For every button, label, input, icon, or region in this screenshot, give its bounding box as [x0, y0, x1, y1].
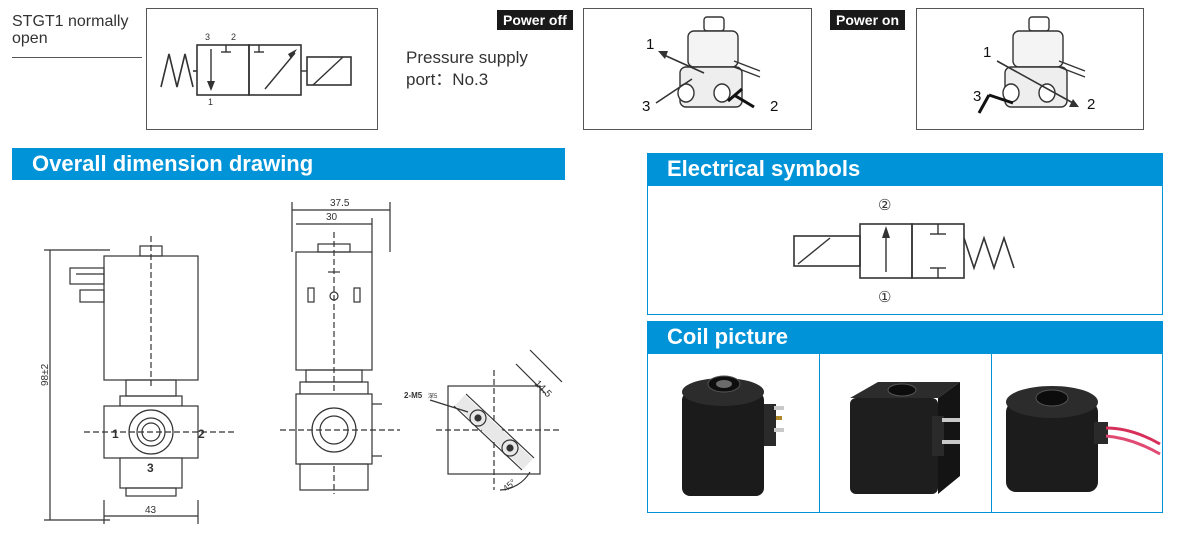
pneumatic-symbol: 3 2 1 [160, 32, 352, 107]
dimension-side-inner: 30 [326, 212, 338, 223]
dimension-thread: 2-M5 [404, 391, 423, 400]
power-off-tag: Power off [497, 10, 573, 30]
pneumatic-symbol-box: 3 2 1 [146, 8, 378, 130]
coil-photo-2 [820, 354, 991, 512]
dimension-height: 98±2 [40, 363, 51, 386]
electrical-port-1: ① [878, 289, 891, 306]
symbol-port-3: 3 [205, 32, 210, 42]
valve-name: STGT1 normally [12, 13, 129, 30]
pressure-supply-line2: port：No.3 [406, 70, 489, 89]
front-port-2: 2 [198, 427, 205, 441]
dimension-front-width: 43 [145, 505, 157, 516]
front-port-3: 3 [147, 461, 154, 475]
symbol-port-1: 1 [208, 97, 213, 107]
electrical-symbols-panel: ② ① [647, 185, 1163, 315]
power-on-tag: Power on [830, 10, 906, 30]
electrical-port-2: ② [878, 197, 891, 214]
front-port-1: 1 [112, 427, 119, 441]
power-on-port-2: 2 [1087, 96, 1095, 113]
electrical-symbol: ② ① [793, 197, 1015, 306]
power-on-box: 1 3 2 [916, 8, 1144, 130]
dimension-side-total: 37.5 [330, 198, 350, 209]
power-off-port-3: 3 [642, 98, 650, 115]
coil-photo-3 [992, 354, 1164, 512]
coil-picture-panel [647, 353, 1163, 513]
power-off-port-2: 2 [770, 98, 778, 115]
power-on-port-1: 1 [983, 44, 991, 61]
power-off-port-1: 1 [646, 36, 654, 53]
power-on-valve-illustration: 1 3 2 [973, 16, 1095, 114]
coil-picture-title: Coil picture [647, 321, 1163, 353]
dimension-drawings: 98±2 43 1 2 3 37.5 30 2-M5 深5 14.5 45° [40, 198, 563, 524]
dimension-drawing-title: Overall dimension drawing [12, 148, 565, 180]
coil-photo-1 [648, 354, 819, 512]
electrical-symbols-title: Electrical symbols [647, 153, 1163, 185]
coil-photo-divider-1 [819, 354, 820, 512]
symbol-port-2: 2 [231, 32, 236, 42]
dimension-thread-depth: 深5 [428, 392, 438, 400]
coil-photo-divider-2 [991, 354, 992, 512]
valve-name-line2: open [12, 30, 48, 47]
valve-name-rule [12, 57, 142, 58]
dimension-angle: 45° [501, 477, 518, 494]
pressure-supply-line1: Pressure supply [406, 48, 528, 67]
power-off-box: 1 3 2 [583, 8, 812, 130]
power-off-valve-illustration: 1 3 2 [642, 16, 778, 115]
power-on-port-3: 3 [973, 88, 981, 105]
